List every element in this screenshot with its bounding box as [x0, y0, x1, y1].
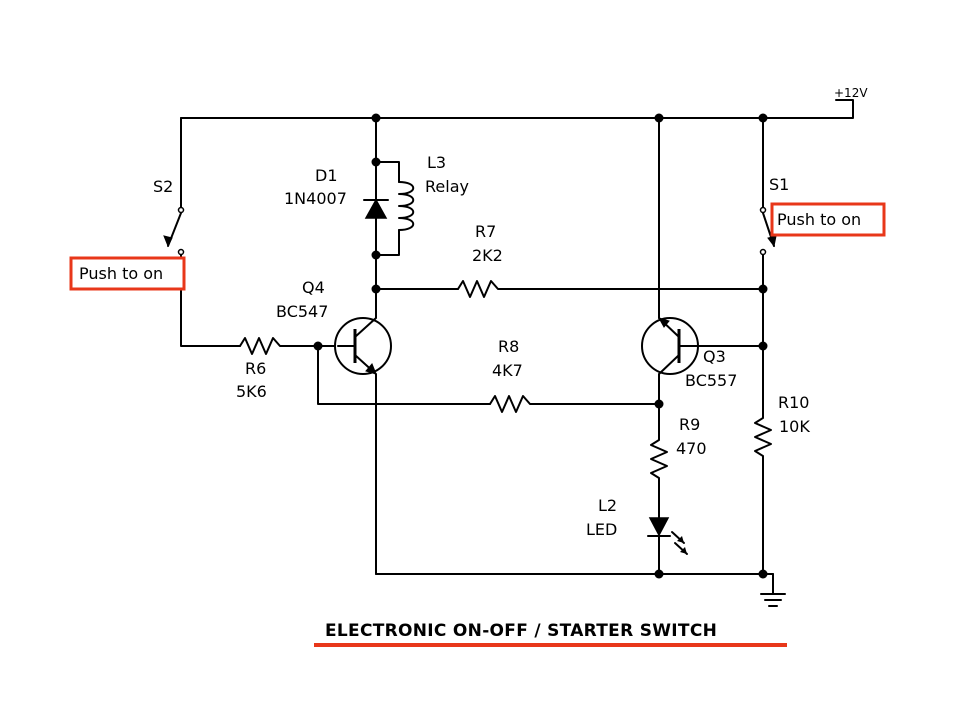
r8-name: R8 [498, 337, 519, 356]
r9-value: 470 [676, 439, 707, 458]
d1-part: 1N4007 [284, 189, 347, 208]
transistor-q4: Q4 BC547 [276, 278, 392, 575]
r9-name: R9 [679, 415, 700, 434]
transistor-q3: Q3 BC557 [641, 317, 764, 405]
s2-push-tag-text: Push to on [79, 264, 163, 283]
l2-part: LED [586, 520, 617, 539]
r10-name: R10 [778, 393, 809, 412]
r6-name: R6 [245, 359, 266, 378]
diode-d1: D1 1N4007 [284, 161, 389, 256]
d1-name: D1 [315, 166, 338, 185]
s1-label: S1 [769, 175, 789, 194]
resistor-r6: R6 5K6 [236, 337, 319, 401]
ground-rail [375, 569, 774, 579]
r7-value: 2K2 [472, 246, 503, 265]
ground-symbol [760, 573, 786, 607]
relay-l3-coil: L3 Relay [375, 153, 469, 256]
r10-value: 10K [779, 417, 810, 436]
q3-name: Q3 [703, 347, 726, 366]
q3-part: BC557 [685, 371, 737, 390]
s2-push-tag: Push to on [69, 256, 186, 291]
r7-name: R7 [475, 222, 496, 241]
switch-s2: S2 [153, 117, 241, 347]
s1-push-tag-text: Push to on [777, 210, 861, 229]
s2-label: S2 [153, 177, 173, 196]
l2-name: L2 [598, 496, 617, 515]
s1-push-tag: Push to on [770, 202, 886, 237]
r6-value: 5K6 [236, 382, 267, 401]
diagram-title: ELECTRONIC ON-OFF / STARTER SWITCH [325, 621, 717, 641]
resistor-r7: R7 2K2 [457, 222, 764, 298]
l3-name: L3 [427, 153, 446, 172]
q4-part: BC547 [276, 302, 328, 321]
switch-s1: S1 [759, 117, 789, 290]
supply-rail: +12V [180, 86, 868, 119]
supply-label: +12V [834, 86, 868, 100]
led-l2: L2 LED [586, 496, 688, 575]
resistor-r10: R10 10K [754, 345, 810, 575]
resistor-r9: R9 470 [650, 403, 707, 519]
q4-name: Q4 [302, 278, 325, 297]
resistor-r8: R8 4K7 [489, 337, 660, 413]
r8-value: 4K7 [492, 361, 523, 380]
l3-part: Relay [425, 177, 469, 196]
